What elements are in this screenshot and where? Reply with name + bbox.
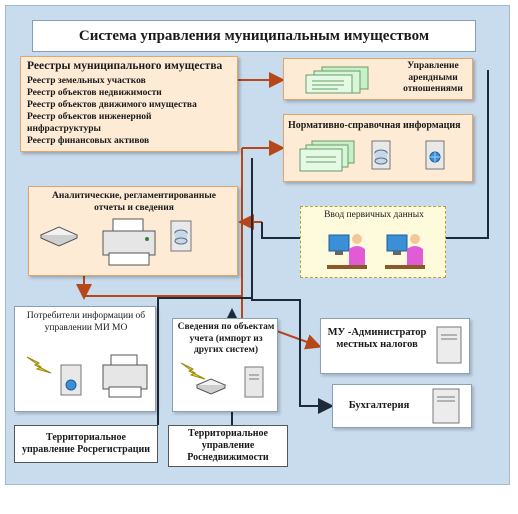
import-label-line2: учета (импорт из xyxy=(189,333,263,344)
documents-icon xyxy=(299,140,355,172)
analytics-label-line1: Аналитические, регламентированные xyxy=(52,191,216,201)
database-server-icon xyxy=(170,220,192,252)
import-label-line3: других систем) xyxy=(193,345,259,355)
import-label-line1: Сведения по объектам xyxy=(177,322,275,332)
import-panel: Сведения по объектам учета (импорт из др… xyxy=(172,318,278,412)
normative-heading: Нормативно-справочная информация xyxy=(288,120,461,131)
normative-panel: Нормативно-справочная информация xyxy=(283,114,473,182)
diagram-title: Система управления муниципальным имущест… xyxy=(32,20,476,52)
consumers-label-line1: Потребители информации об xyxy=(26,311,146,321)
external-drive-icon xyxy=(39,226,79,247)
operator-icon xyxy=(327,234,367,269)
registries-heading: Реестры муниципального имущества xyxy=(27,60,223,72)
arrow-right-border xyxy=(446,70,489,239)
input-label: Ввод первичных данных xyxy=(324,210,424,220)
database-server-icon xyxy=(371,140,391,170)
accounting-label: Бухгалтерия xyxy=(348,400,410,411)
registry-item: Реестр объектов недвижимости xyxy=(27,88,162,98)
registry-item: Реестр объектов инженерной xyxy=(27,112,152,122)
web-server-icon xyxy=(60,364,82,396)
analytics-label-line2: отчеты и сведения xyxy=(94,202,174,213)
rosnedv-label-line2: управление xyxy=(201,440,255,451)
registry-item: Реестр объектов движимого имущества xyxy=(27,100,197,110)
analytics-panel: Аналитические, регламентированные отчеты… xyxy=(28,186,238,276)
arrow-input-to-trunk xyxy=(261,222,300,239)
server-icon xyxy=(244,366,264,398)
arrow-to-accounting xyxy=(251,298,334,414)
rosreg-label-line1: Территориальное xyxy=(46,432,126,443)
tax-admin-label-line2: местных налогов xyxy=(336,338,418,350)
web-server-icon xyxy=(425,140,445,170)
lease-panel: Управление арендными отношениями xyxy=(283,58,473,100)
registry-item: Реестр земельных участков xyxy=(27,76,146,86)
registries-panel: Реестры муниципального имущества Реестр … xyxy=(20,56,238,152)
arrow-rosreg xyxy=(157,158,253,425)
rosnedv-box: Территориальное управление Роснедвижимос… xyxy=(168,425,288,467)
tax-admin-panel: МУ -Администратор местных налогов xyxy=(320,318,470,374)
printer-icon xyxy=(102,218,156,266)
rosnedv-label-line3: Роснедвижимости xyxy=(187,452,269,463)
consumers-label-line2: управлении МИ МО xyxy=(44,322,128,333)
rosnedv-label-line1: Территориальное xyxy=(188,428,268,439)
accounting-panel: Бухгалтерия xyxy=(332,384,472,428)
lightning-icon xyxy=(26,356,52,374)
registry-item: инфраструктуры xyxy=(27,124,101,134)
documents-icon xyxy=(305,66,369,94)
tax-admin-label-line1: МУ -Администратор xyxy=(327,327,427,338)
lightning-icon xyxy=(180,362,206,380)
printer-icon xyxy=(102,354,148,398)
server-icon xyxy=(432,388,460,424)
consumers-panel: Потребители информации об управлении МИ … xyxy=(14,306,156,412)
lease-label-line3: отношениями xyxy=(403,84,463,94)
rosreg-box: Территориальное управление Росрегистраци… xyxy=(14,425,158,463)
server-icon xyxy=(436,326,462,364)
lease-label-line1: Управление xyxy=(407,61,459,71)
operator-icon xyxy=(385,234,425,269)
lease-label-line2: арендными xyxy=(408,72,458,83)
registry-item: Реестр финансовых активов xyxy=(27,136,150,146)
external-drive-icon xyxy=(195,378,227,395)
input-panel: Ввод первичных данных xyxy=(300,206,446,278)
rosreg-label-line2: управление Росрегистрации xyxy=(21,444,151,455)
